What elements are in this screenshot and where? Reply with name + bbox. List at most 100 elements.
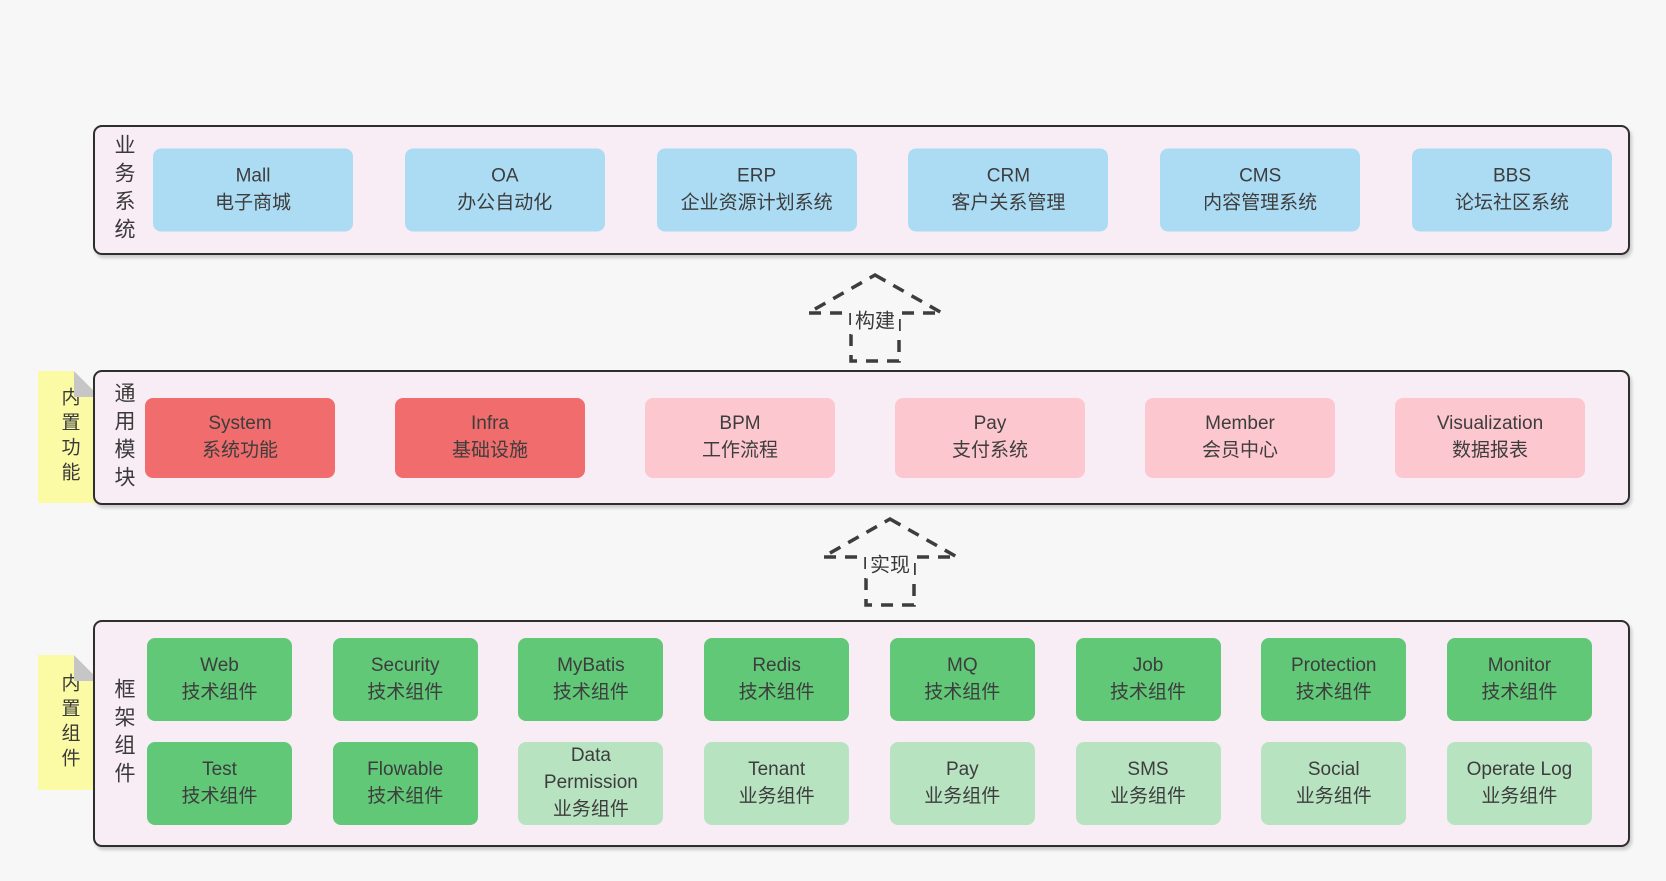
- sticky-builtin-components: 内置组件: [38, 655, 100, 790]
- box-flowable-name: Flowable: [367, 758, 444, 780]
- box-cms-desc: 内容管理系统: [1203, 192, 1318, 213]
- box-redis: Redis 技术组件: [704, 638, 850, 721]
- box-visualization: Visualization 数据报表: [1395, 397, 1585, 478]
- box-visualization-name: Visualization: [1436, 412, 1544, 434]
- components-row-1: Web 技术组件 Security 技术组件 MyBatis 技术组件 Redi…: [147, 638, 1592, 721]
- box-operate-log-desc: 业务组件: [1481, 785, 1558, 807]
- box-security-name: Security: [370, 654, 440, 676]
- components-row-2: Test 技术组件 Flowable 技术组件 Data Permission …: [147, 742, 1592, 825]
- box-bpm-name: BPM: [719, 412, 761, 434]
- box-flowable: Flowable 技术组件: [332, 742, 478, 825]
- box-redis-desc: 技术组件: [738, 681, 815, 703]
- box-job: Job 技术组件: [1075, 638, 1221, 721]
- box-sms-desc: 业务组件: [1110, 785, 1187, 807]
- box-data-permission-name: Data Permission: [543, 745, 638, 794]
- box-operate-log: Operate Log 业务组件: [1446, 742, 1592, 825]
- box-job-name: Job: [1132, 654, 1164, 676]
- arrow-build: 构建: [805, 272, 945, 364]
- box-pay-component-name: Pay: [945, 758, 979, 780]
- box-crm: CRM 客户关系管理: [908, 148, 1109, 232]
- box-data-permission-desc: 业务组件: [552, 798, 629, 820]
- box-operate-log-name: Operate Log: [1466, 758, 1573, 780]
- box-test-desc: 技术组件: [181, 785, 258, 807]
- box-security-desc: 技术组件: [367, 681, 444, 703]
- box-sms: SMS 业务组件: [1075, 742, 1221, 825]
- layer-modules-title: 通用模块: [112, 381, 135, 494]
- box-mq: MQ 技术组件: [889, 638, 1035, 721]
- layer-components-title: 框架组件: [112, 677, 135, 790]
- arrow-implement: 实现: [820, 516, 960, 608]
- box-system-name: System: [208, 412, 272, 434]
- box-pay-module-desc: 支付系统: [951, 439, 1028, 461]
- layer-business-systems: 业务系统 Mall 电子商城 OA 办公自动化 ERP 企业资源计划系统 CRM…: [93, 125, 1630, 255]
- up-arrow-icon: [805, 272, 945, 363]
- box-social: Social 业务组件: [1261, 742, 1407, 825]
- box-job-desc: 技术组件: [1110, 681, 1187, 703]
- box-web-desc: 技术组件: [181, 681, 258, 703]
- box-pay-component: Pay 业务组件: [889, 742, 1035, 825]
- box-protection-name: Protection: [1290, 654, 1377, 676]
- box-cms-name: CMS: [1239, 165, 1282, 187]
- box-bbs-desc: 论坛社区系统: [1454, 192, 1569, 213]
- layer-common-modules: 通用模块 System 系统功能 Infra 基础设施 BPM 工作流程 Pay…: [93, 370, 1630, 505]
- box-bbs-name: BBS: [1492, 165, 1531, 187]
- box-erp-name: ERP: [737, 165, 777, 187]
- up-arrow-icon: [820, 516, 960, 607]
- box-data-permission: Data Permission 业务组件: [518, 742, 664, 825]
- box-web-name: Web: [200, 654, 239, 676]
- box-member-desc: 会员中心: [1201, 439, 1278, 461]
- box-monitor: Monitor 技术组件: [1446, 638, 1592, 721]
- box-bpm: BPM 工作流程: [645, 397, 835, 478]
- box-redis-name: Redis: [752, 654, 801, 676]
- box-erp: ERP 企业资源计划系统: [656, 148, 857, 232]
- box-pay-module-name: Pay: [973, 412, 1007, 434]
- box-mybatis-desc: 技术组件: [552, 681, 629, 703]
- sticky-builtin-features-label: 内置功能: [58, 387, 80, 487]
- box-tenant-name: Tenant: [748, 758, 806, 780]
- box-test: Test 技术组件: [147, 742, 292, 825]
- box-pay-component-desc: 业务组件: [924, 785, 1001, 807]
- box-crm-desc: 客户关系管理: [951, 192, 1066, 213]
- box-mall-name: Mall: [235, 165, 271, 187]
- arrow-build-label: 构建: [851, 303, 899, 335]
- box-oa-desc: 办公自动化: [457, 192, 553, 213]
- box-crm-name: CRM: [986, 165, 1031, 187]
- box-mall: Mall 电子商城: [153, 148, 353, 232]
- box-mybatis: MyBatis 技术组件: [518, 638, 664, 721]
- box-infra-name: Infra: [470, 412, 510, 434]
- box-test-name: Test: [202, 758, 237, 780]
- box-social-desc: 业务组件: [1295, 785, 1372, 807]
- box-visualization-desc: 数据报表: [1451, 439, 1528, 461]
- layer-framework-components: 框架组件 Web 技术组件 Security 技术组件 MyBatis 技术组件…: [93, 620, 1630, 847]
- sticky-builtin-features: 内置功能: [38, 371, 100, 503]
- sticky-builtin-components-label: 内置组件: [58, 672, 80, 773]
- box-bbs: BBS 论坛社区系统: [1411, 148, 1612, 232]
- box-sms-name: SMS: [1127, 758, 1169, 780]
- box-member-name: Member: [1205, 412, 1275, 434]
- box-flowable-desc: 技术组件: [367, 785, 444, 807]
- box-protection: Protection 技术组件: [1261, 638, 1407, 721]
- box-oa-name: OA: [491, 165, 519, 187]
- layer-business-title: 业务系统: [112, 134, 135, 246]
- box-infra-desc: 基础设施: [451, 439, 528, 461]
- box-tenant-desc: 业务组件: [738, 785, 815, 807]
- box-monitor-name: Monitor: [1487, 654, 1552, 676]
- box-mall-desc: 电子商城: [214, 192, 291, 213]
- box-pay-module: Pay 支付系统: [895, 397, 1085, 478]
- box-mq-name: MQ: [947, 654, 978, 676]
- box-system-desc: 系统功能: [201, 439, 278, 461]
- box-monitor-desc: 技术组件: [1481, 681, 1558, 703]
- box-web: Web 技术组件: [147, 638, 292, 721]
- box-mybatis-name: MyBatis: [557, 654, 625, 676]
- box-bpm-desc: 工作流程: [701, 439, 778, 461]
- box-system: System 系统功能: [145, 397, 335, 478]
- box-infra: Infra 基础设施: [395, 397, 585, 478]
- box-protection-desc: 技术组件: [1295, 681, 1372, 703]
- box-cms: CMS 内容管理系统: [1160, 148, 1361, 232]
- box-security: Security 技术组件: [332, 638, 478, 721]
- box-tenant: Tenant 业务组件: [704, 742, 850, 825]
- box-social-name: Social: [1307, 758, 1360, 780]
- arrow-implement-label: 实现: [866, 547, 914, 579]
- business-boxes-row: Mall 电子商城 OA 办公自动化 ERP 企业资源计划系统 CRM 客户关系…: [153, 148, 1612, 232]
